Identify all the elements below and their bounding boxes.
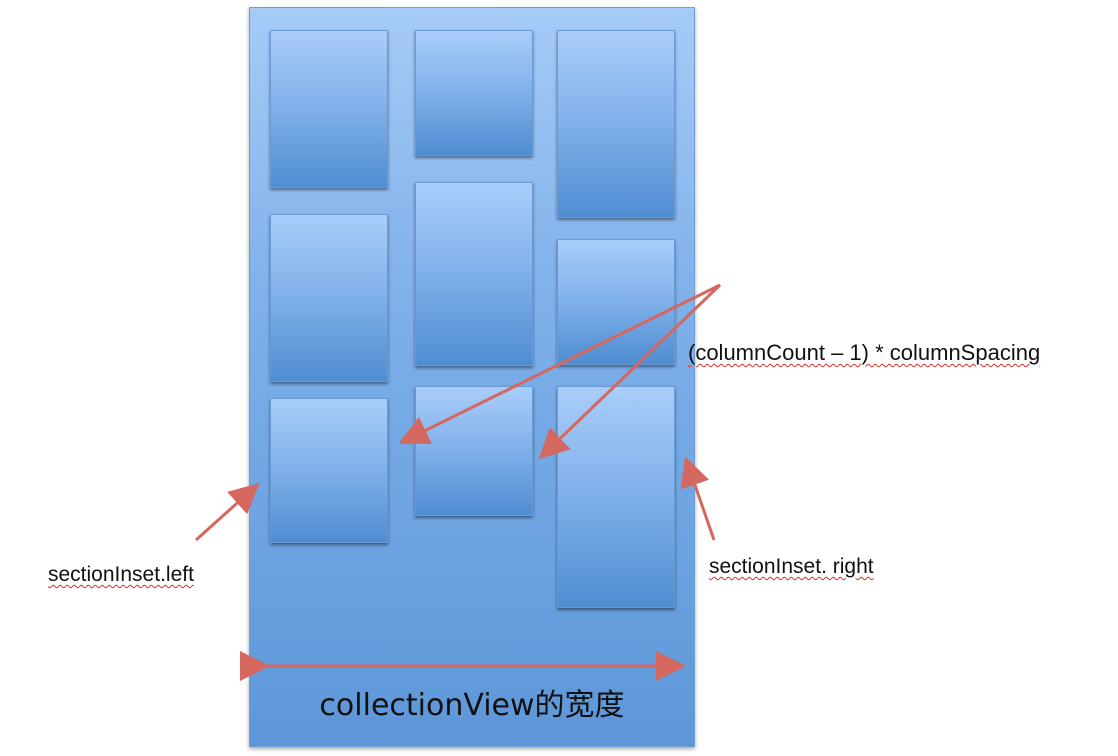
inset-left-arrow: [194, 482, 260, 542]
cell-column1-row2: [270, 214, 388, 382]
cell-column1-row3: [270, 398, 388, 543]
section-inset-left-label: sectionInset.left: [48, 563, 194, 586]
section-inset-right-label: sectionInset. right: [709, 555, 874, 578]
cell-column1-row1: [270, 30, 388, 188]
cell-column3-row2: [557, 239, 675, 365]
cell-column3-row3: [557, 386, 675, 608]
column-spacing-formula-label: (columnCount – 1) * columnSpacing: [688, 340, 1041, 365]
cell-column3-row1: [557, 30, 675, 218]
cell-column2-row2: [415, 182, 533, 366]
cell-column2-row1: [415, 30, 533, 156]
collection-view-frame: [249, 7, 695, 747]
collection-view-width-label: collectionView的宽度: [319, 688, 625, 723]
cell-column2-row3: [415, 386, 533, 516]
